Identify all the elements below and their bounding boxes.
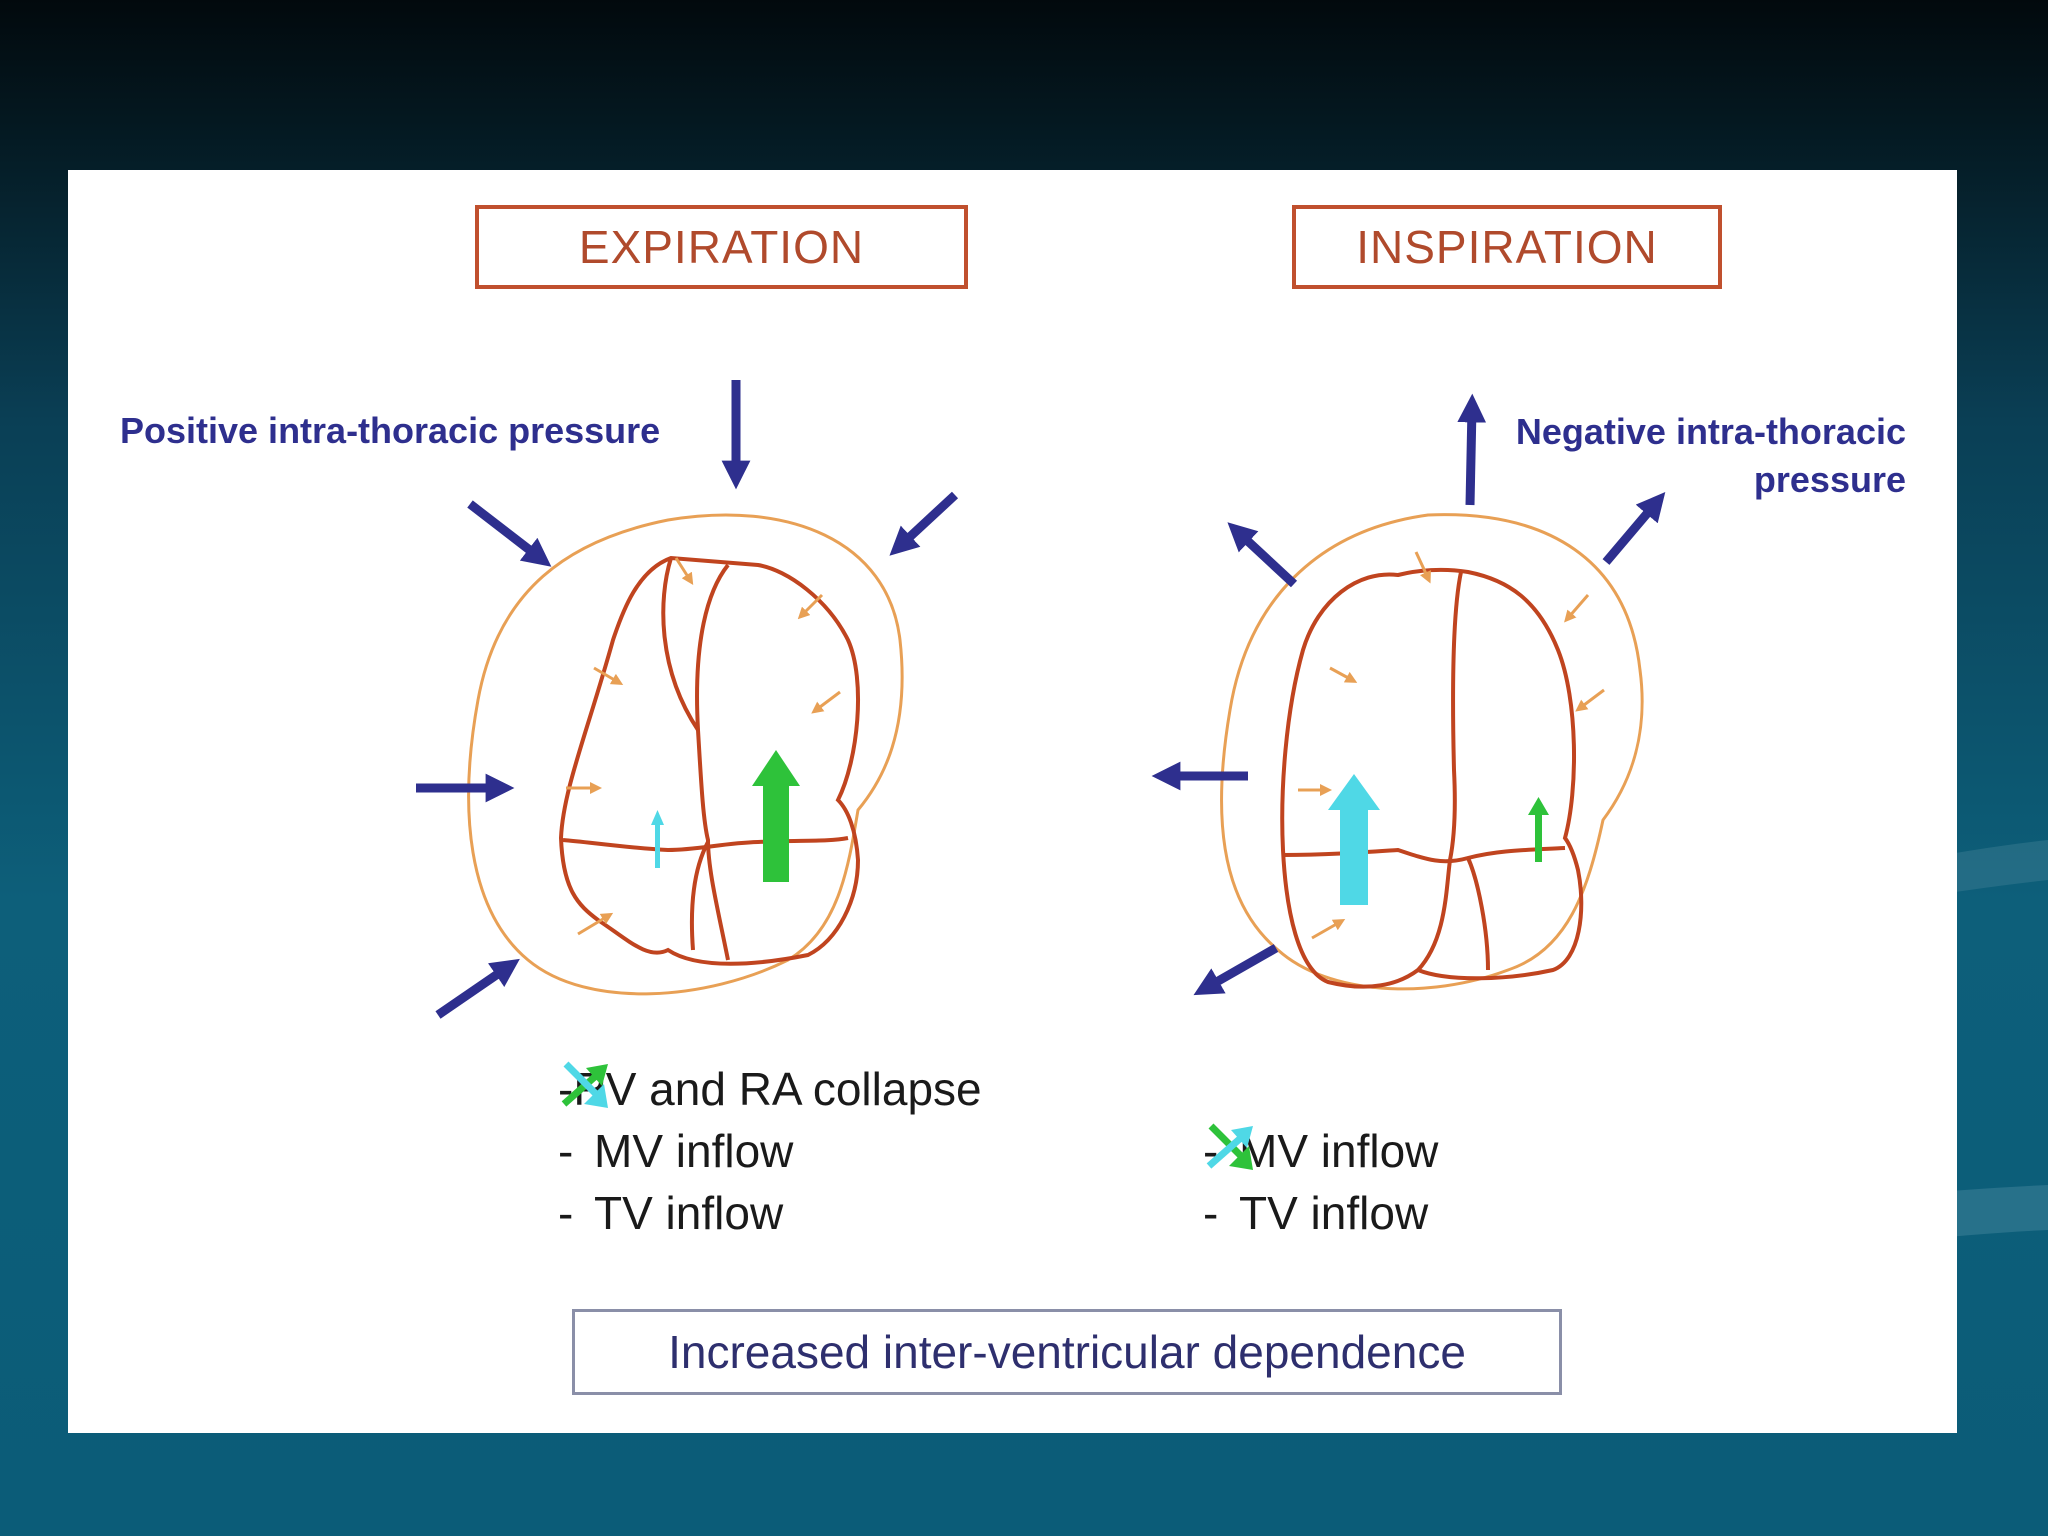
inspiration-pressure-label: Negative intra-thoracic pressure <box>1508 408 1906 504</box>
inspiration-title: INSPIRATION <box>1356 221 1658 273</box>
list-text: MV inflow <box>1239 1125 1439 1177</box>
expiration-title-box: EXPIRATION <box>475 205 968 289</box>
list-item: - TV inflow <box>558 1061 982 1244</box>
list-dash: - <box>1203 1187 1219 1239</box>
list-text: MV inflow <box>594 1125 794 1177</box>
list-item: - TV inflow <box>1203 1126 1438 1244</box>
expiration-pressure-arrows <box>416 380 959 1019</box>
inspiration-pressure-label-line1: Negative intra-thoracic <box>1515 411 1906 452</box>
list-item: - MV inflow <box>558 1064 982 1182</box>
inspiration-heart-outline <box>1280 567 1584 989</box>
expiration-pericardium <box>467 513 904 996</box>
expiration-pressure-arrow-top-left <box>467 500 552 567</box>
list-text: TV inflow <box>1239 1187 1429 1239</box>
diagram-canvas <box>416 380 1666 1019</box>
inspiration-tv-flow-arrow <box>1328 774 1380 905</box>
list-item: -RV and RA collapse <box>558 1058 982 1120</box>
list-dash: - <box>558 1125 574 1177</box>
expiration-effects-list: -RV and RA collapse - MV inflow - TV inf… <box>558 1058 982 1244</box>
inspiration-pressure-label-line2: pressure <box>1753 459 1906 500</box>
expiration-rv-free-wall <box>661 557 700 732</box>
inspiration-pressure-arrow-top-right <box>1602 492 1666 565</box>
list-item: - MV inflow <box>1203 1120 1438 1182</box>
green-arrow-up-icon <box>561 1064 608 1107</box>
inspiration-effects-list: - MV inflow - TV inflow <box>1203 1120 1438 1244</box>
inspiration-pressure-arrow-bottom-left <box>1193 944 1279 996</box>
inspiration-la-wall <box>1466 857 1490 971</box>
inspiration-heart <box>1220 513 1644 991</box>
expiration-pressure-label: Positive intra-thoracic pressure <box>120 410 661 451</box>
conclusion-box: Increased inter-ventricular dependence <box>572 1309 1562 1395</box>
cyan-arrow-down-icon <box>563 1061 608 1108</box>
expiration-tv-flow-arrow <box>651 810 664 868</box>
inspiration-pressure-arrow-top <box>1457 393 1487 506</box>
inspiration-mv-flow-arrow <box>1528 797 1549 862</box>
expiration-septum <box>695 563 730 961</box>
expiration-pressure-arrow-top-right <box>889 491 959 556</box>
expiration-heart-outline <box>558 555 861 966</box>
inspiration-pressure-arrows <box>1151 393 1666 996</box>
inspiration-av-valve-line <box>1282 846 1566 864</box>
inspiration-pressure-arrow-top-left <box>1227 522 1298 588</box>
conclusion-text: Increased inter-ventricular dependence <box>668 1326 1466 1378</box>
expiration-mv-flow-arrow <box>752 750 800 882</box>
inspiration-title-box: INSPIRATION <box>1292 205 1722 289</box>
figure-panel: EXPIRATION INSPIRATION Positive intra-th… <box>68 170 1957 1433</box>
list-text: RV and RA collapse <box>573 1063 982 1115</box>
inspiration-septum <box>1416 571 1463 972</box>
list-text: TV inflow <box>594 1187 784 1239</box>
expiration-pericardial-compression-arrows <box>566 557 841 936</box>
expiration-title: EXPIRATION <box>578 221 865 273</box>
inspiration-pericardial-compression-arrows <box>1298 551 1605 940</box>
expiration-heart <box>467 513 904 996</box>
list-dash: - <box>558 1187 574 1239</box>
expiration-ra-wall <box>689 841 710 951</box>
expiration-pressure-arrow-bottom-left <box>435 958 520 1019</box>
inspiration-pericardium <box>1220 513 1644 991</box>
cyan-arrow-up-icon <box>1206 1126 1253 1169</box>
green-arrow-down-icon <box>1208 1123 1253 1170</box>
